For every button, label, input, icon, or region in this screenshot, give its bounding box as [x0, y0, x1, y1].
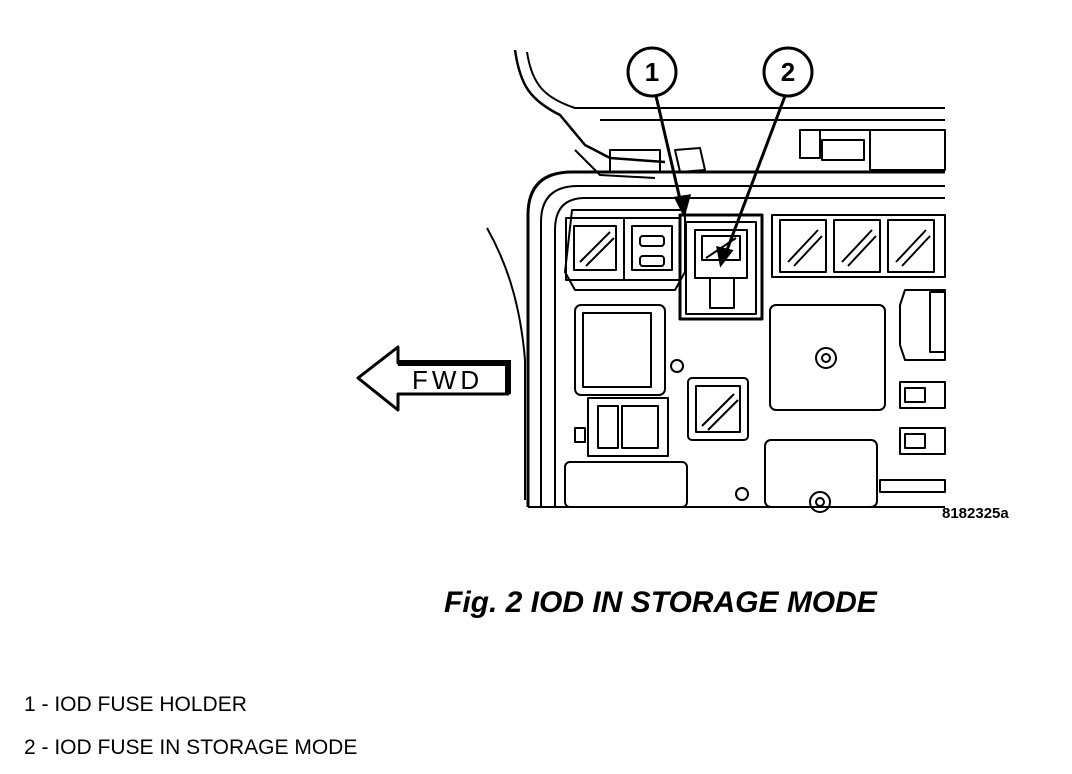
fuse-row-left — [565, 217, 681, 281]
figure-id: 8182325a — [942, 505, 1009, 522]
callout-1-arrowhead — [673, 194, 692, 219]
forward-arrow-label: FWD — [412, 365, 483, 395]
legend: 1 - IOD FUSE HOLDER 2 - IOD FUSE IN STOR… — [24, 683, 357, 769]
callout-2: 2 — [762, 46, 814, 98]
legend-item: 1 - IOD FUSE HOLDER — [24, 693, 247, 716]
figure-caption: Fig. 2 IOD IN STORAGE MODE — [444, 586, 877, 619]
callout-2-number: 2 — [781, 57, 795, 87]
callout-2-leader — [722, 95, 787, 259]
forward-arrow: FWD — [356, 345, 511, 412]
fuse-row-right — [771, 214, 946, 278]
callout-1-leader — [654, 95, 684, 209]
fuse-box-cover — [513, 49, 946, 179]
legend-item: 2 - IOD FUSE IN STORAGE MODE — [24, 736, 358, 759]
callout-1-number: 1 — [645, 57, 659, 87]
callout-1: 1 — [626, 46, 678, 98]
callout-2-arrowhead — [716, 246, 734, 268]
relay-blocks — [564, 289, 946, 513]
iod-fuse-holder — [678, 213, 764, 321]
